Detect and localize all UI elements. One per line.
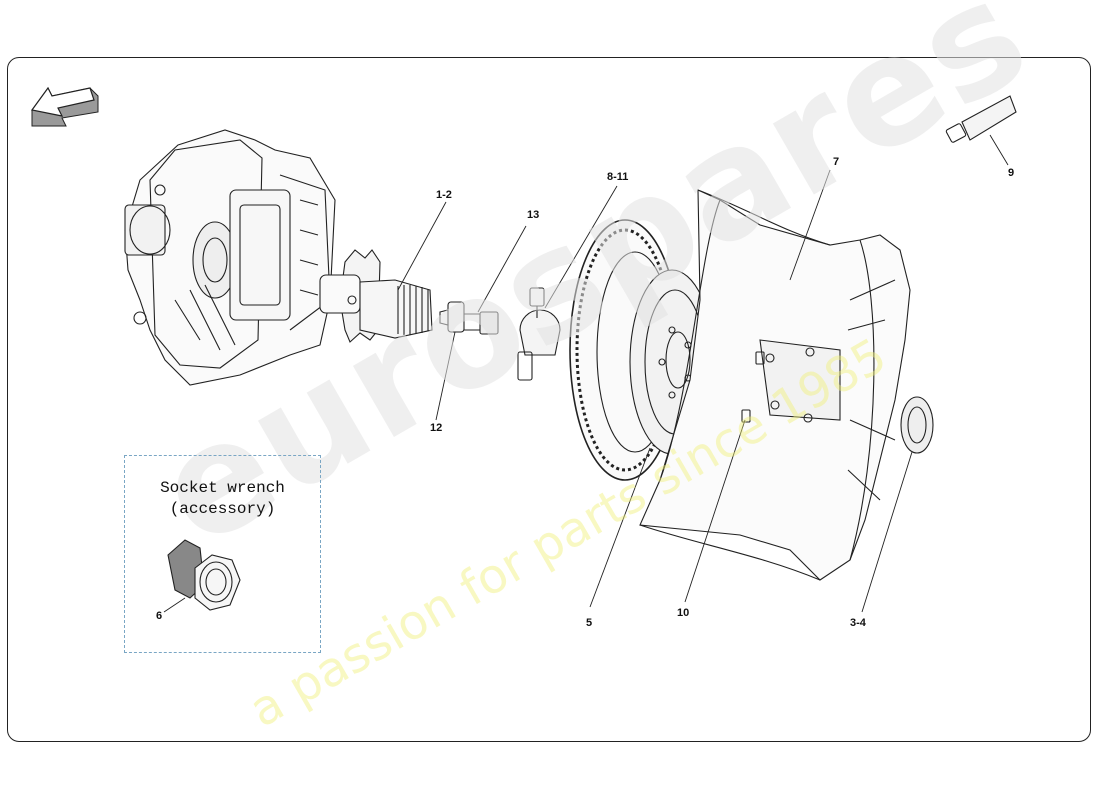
wheel-stud-part [741,351,765,423]
accessory-title: Socket wrench (accessory) [125,478,320,520]
drive-flange-part [319,249,433,343]
wheel-cap-part [517,287,561,381]
socket-wrench-part [167,539,241,611]
accessory-box: Socket wrench (accessory) [124,455,321,653]
hub-bolt-part [439,301,499,335]
callout-10: 10 [677,607,690,619]
accessory-title-line1: Socket wrench [160,479,285,497]
callout-9: 9 [1008,167,1015,179]
callout-7: 7 [833,156,840,168]
callout-6: 6 [156,610,163,622]
callout-3-4: 3-4 [850,617,866,629]
diagram-frame [7,57,1091,742]
wheel-rim-part [639,189,934,581]
callout-8-11: 8-11 [607,171,629,183]
accessory-title-line2: (accessory) [169,500,276,518]
callout-12: 12 [430,422,443,434]
grease-tube-part [945,95,1017,143]
hub-carrier-assembly [124,129,336,386]
callout-5: 5 [586,617,593,629]
leader-lines [163,134,1009,613]
direction-arrow-icon [30,86,99,127]
callout-1-2: 1-2 [436,189,452,201]
callout-13: 13 [527,209,540,221]
